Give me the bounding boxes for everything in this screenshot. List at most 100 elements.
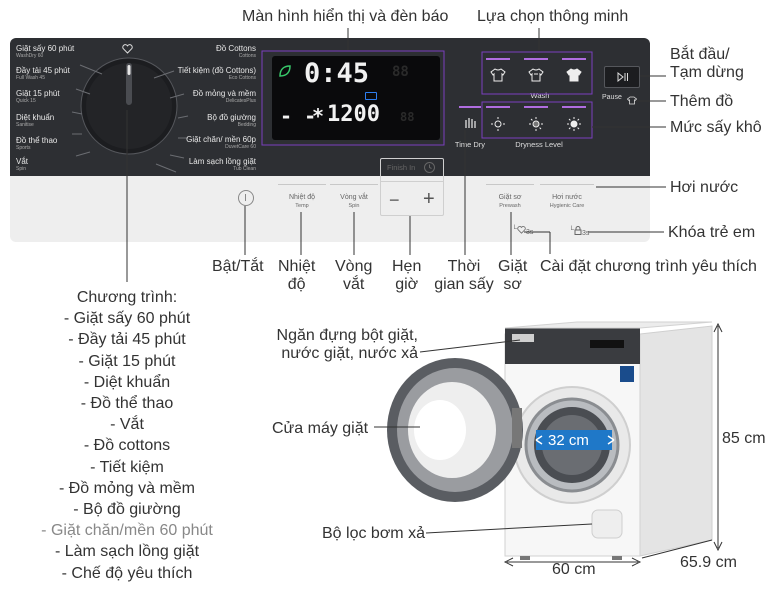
program-list-item: - Giặt 15 phút — [78, 352, 176, 370]
sun-icon[interactable] — [528, 116, 544, 137]
indicator-light — [330, 184, 378, 185]
lock-icon — [574, 226, 582, 235]
program-list-item: - Tiết kiệm — [90, 458, 164, 476]
program-list-item: - Đồ cottons — [83, 437, 171, 455]
time-dry-label: Time Dry — [454, 140, 486, 149]
heart-icon — [517, 226, 526, 234]
eco-leaf-icon — [278, 64, 292, 83]
program-list: Chương trình: - Giặt sấy 60 phút - Đầy t… — [20, 287, 234, 584]
shirt-icon[interactable] — [490, 68, 506, 87]
start-pause-button[interactable] — [604, 66, 640, 88]
pause-label: Pause — [602, 94, 622, 101]
clock-icon — [423, 161, 436, 179]
play-pause-icon — [617, 72, 628, 82]
lcd-ghost-digits: 88 — [392, 64, 409, 80]
indicator-light — [486, 58, 510, 60]
callout-display: Màn hình hiển thị và đèn báo — [242, 8, 449, 25]
program-label: Tiết kiệm (đồ Cottons)Eco Cottons — [177, 66, 256, 81]
callout-detergent-drawer: Ngăn đựng bột giặt,nước giặt, nước xả — [276, 327, 418, 363]
control-panel-bottom — [10, 176, 650, 242]
program-dial[interactable] — [80, 57, 178, 160]
width-label: 60 cm — [552, 561, 596, 578]
shirt-icon[interactable] — [566, 68, 582, 87]
drum-size-label: 32 cm — [548, 432, 589, 449]
dial-tick-lines — [71, 64, 189, 173]
callout-power: Bật/Tắt — [212, 258, 264, 275]
plus-button[interactable]: + — [423, 188, 435, 210]
lcd-star: * — [312, 104, 325, 128]
washing-machine-illustration — [387, 321, 713, 560]
add-clothes-icon — [626, 92, 638, 110]
callout-steam: Hơi nước — [670, 179, 739, 196]
shirt-icon[interactable] — [528, 68, 544, 87]
callout-add-clothes: Thêm đồ — [670, 93, 734, 110]
height-label: 85 cm — [722, 430, 766, 447]
program-list-item: - Bộ đồ giường — [73, 501, 181, 519]
dryness-label: Dryness Level — [515, 140, 563, 149]
callout-child-lock: Khóa trẻ em — [668, 224, 756, 241]
program-list-title: Chương trình: — [76, 289, 178, 306]
wash-label: Wash — [530, 91, 550, 100]
lcd-display: 0:45 88 - - * 1200 88 — [272, 56, 440, 140]
lcd-dashes: - - — [280, 104, 317, 128]
program-list-item: - Đồ mỏng và mềm — [58, 479, 196, 497]
sun-icon[interactable] — [490, 116, 506, 137]
power-icon — [245, 194, 246, 201]
program-list-item: - Diệt khuẩn — [83, 373, 171, 391]
program-list-item: - Chế độ yêu thích — [61, 564, 193, 582]
child-lock-hold-hint: └3s — [569, 226, 590, 237]
indicator-light — [562, 58, 586, 60]
lcd-time: 0:45 — [304, 58, 370, 89]
heart-icon — [122, 41, 133, 59]
drum-size-bar — [536, 430, 612, 450]
indicator-light — [486, 106, 510, 108]
smart-select-group — [484, 58, 588, 88]
indicator-light — [278, 184, 326, 185]
program-list-item: - Giặt chăn/mền 60 phút — [41, 522, 213, 540]
power-button[interactable] — [238, 190, 254, 206]
indicator-light — [459, 106, 481, 108]
sun-icon[interactable] — [566, 116, 582, 137]
indicator-light — [524, 58, 548, 60]
finish-in-group: Finish In − + — [380, 158, 444, 216]
callout-door: Cửa máy giặt — [272, 420, 369, 437]
minus-button[interactable]: − — [389, 190, 400, 210]
program-list-item: - Đồ thể thao — [80, 395, 174, 413]
time-dry-icon[interactable] — [464, 116, 478, 135]
callout-smart-select: Lựa chọn thông minh — [477, 8, 629, 25]
dryness-group — [484, 106, 588, 136]
program-list-item: - Giặt sấy 60 phút — [63, 310, 191, 328]
callout-favorite: Cài đặt chương trình yêu thích — [540, 258, 757, 275]
lcd-spin: 1200 — [327, 102, 380, 127]
program-list-item: - Đầy tải 45 phút — [68, 331, 186, 349]
finish-in-label: Finish In — [387, 163, 416, 172]
indicator-light — [524, 106, 548, 108]
callout-start-pause: Bắt đầu/Tạm dừng — [670, 46, 744, 82]
indicator-light — [486, 184, 534, 185]
indicator-light — [540, 184, 594, 185]
program-list-item: - Vắt — [110, 416, 144, 434]
drum-size-arrows — [535, 435, 615, 445]
depth-label: 65.9 cm — [680, 554, 737, 571]
divider — [381, 181, 443, 182]
